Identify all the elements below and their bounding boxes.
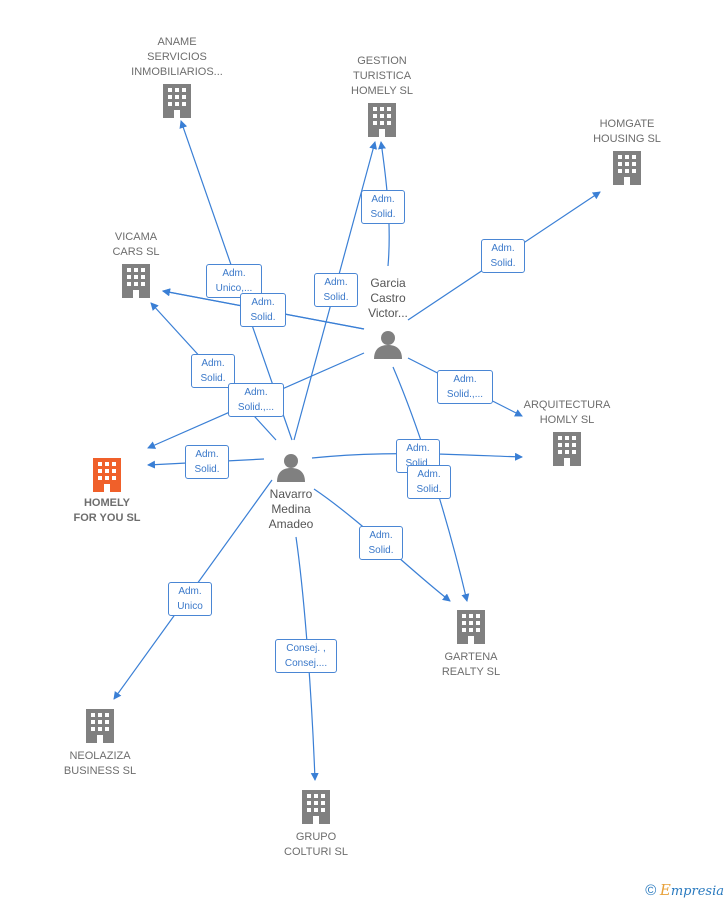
company-label: ANAME SERVICIOS INMOBILIARIOS... (131, 36, 223, 78)
person-navarro-medina[interactable]: Navarro Medina Amadeo (231, 452, 351, 532)
company-homely-for-you[interactable]: HOMELY FOR YOU SL (37, 458, 177, 526)
edge-label[interactable]: Adm. Solid. (191, 354, 235, 388)
edge-label[interactable]: Adm. Solid. (185, 445, 229, 479)
copyright-icon: © (645, 882, 657, 899)
edge-label[interactable]: Consej. , Consej.... (275, 639, 337, 673)
company-label: HOMGATE HOUSING SL (593, 118, 661, 145)
building-icon (93, 458, 121, 492)
edge-label[interactable]: Adm. Solid. (359, 526, 403, 560)
person-icon (277, 454, 305, 482)
building-icon (122, 264, 150, 298)
logo-letter: E (659, 881, 671, 899)
company-gartena[interactable]: GARTENA REALTY SL (401, 610, 541, 680)
company-label: HOMELY FOR YOU SL (73, 497, 141, 524)
empresia-logo: © Empresia (645, 881, 724, 899)
edge-label[interactable]: Adm. Solid. (407, 465, 451, 499)
company-gestion[interactable]: GESTION TURISTICA HOMELY SL (312, 54, 452, 137)
edge-label[interactable]: Adm. Solid. (481, 239, 525, 273)
edge-label[interactable]: Adm. Solid.,... (228, 383, 284, 417)
company-aname[interactable]: ANAME SERVICIOS INMOBILIARIOS... (107, 35, 247, 118)
company-vicama[interactable]: VICAMA CARS SL (66, 230, 206, 298)
edge-label[interactable]: Adm. Unico (168, 582, 212, 616)
person-garcia-castro[interactable]: Garcia Castro Victor... (328, 276, 448, 359)
edge-label[interactable]: Adm. Unico,... (206, 264, 262, 298)
company-label: ARQUITECTURA HOMLY SL (523, 399, 611, 426)
edge-label[interactable]: Adm. Solid.,... (437, 370, 493, 404)
company-label: GESTION TURISTICA HOMELY SL (351, 55, 413, 97)
company-label: NEOLAZIZA BUSINESS SL (63, 750, 137, 777)
edge-label[interactable]: Adm. Solid. (240, 293, 286, 327)
company-neolaziza[interactable]: NEOLAZIZA BUSINESS SL (30, 709, 170, 779)
edge-label[interactable]: Adm. Solid. (361, 190, 405, 224)
company-homgate[interactable]: HOMGATE HOUSING SL (557, 117, 697, 185)
person-label: Garcia Castro Victor... (368, 276, 408, 320)
building-icon (86, 709, 114, 743)
building-icon (368, 103, 396, 137)
building-icon (302, 790, 330, 824)
company-label: VICAMA CARS SL (112, 231, 160, 258)
person-icon (374, 331, 402, 359)
person-label: Navarro Medina Amadeo (268, 487, 314, 531)
building-icon (163, 84, 191, 118)
edge-label[interactable]: Adm. Solid. (314, 273, 358, 307)
company-label: GARTENA REALTY SL (441, 651, 501, 678)
building-icon (613, 151, 641, 185)
company-arquitectura[interactable]: ARQUITECTURA HOMLY SL (497, 398, 637, 466)
building-icon (457, 610, 485, 644)
logo-text: mpresia (670, 884, 724, 899)
building-icon (553, 432, 581, 466)
company-label: GRUPO COLTURI SL (284, 831, 348, 858)
company-grupo-colturi[interactable]: GRUPO COLTURI SL (246, 790, 386, 860)
